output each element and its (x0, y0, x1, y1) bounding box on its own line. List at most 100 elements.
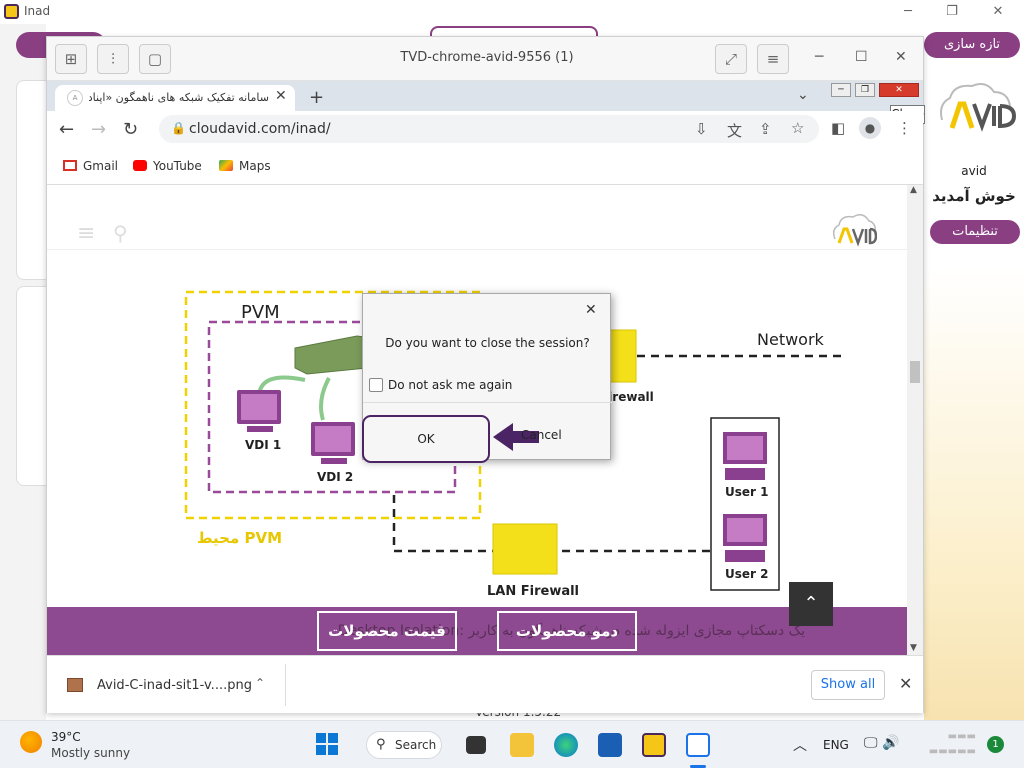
minimize-icon[interactable]: ─ (904, 4, 912, 19)
network-diagram: PVM محیط PVM VDI 1 VDI 2 Firewall Networ… (184, 290, 847, 599)
minimize-icon[interactable]: ─ (831, 83, 851, 97)
divider (285, 664, 286, 706)
restore-icon[interactable]: ❐ (946, 4, 958, 19)
pvm-label: PVM (241, 302, 280, 323)
lock-icon[interactable]: 🔒 (171, 121, 186, 135)
taskbar-search[interactable]: ⚲ Search (366, 731, 442, 759)
new-tab-icon[interactable]: + (309, 87, 325, 108)
product-banner: Desktop Isolation: یک دسکتاپ مجازی ایزول… (47, 607, 907, 655)
chevron-up-icon[interactable]: ︿ (793, 738, 807, 754)
close-icon[interactable]: ✕ (899, 674, 913, 693)
scroll-up-icon[interactable]: ▲ (910, 185, 917, 195)
tab-close-icon[interactable]: ✕ (275, 88, 287, 104)
profile-avatar[interactable]: ● (859, 117, 881, 139)
bookmark-youtube[interactable]: YouTube (133, 159, 202, 173)
youtube-icon (133, 160, 147, 171)
translate-icon[interactable]: 文 (727, 122, 743, 140)
close-icon[interactable]: ✕ (895, 49, 907, 65)
search-icon[interactable]: ⚲ (113, 221, 128, 245)
bookmark-maps[interactable]: Maps (219, 159, 271, 173)
sun-icon[interactable] (20, 731, 42, 753)
scroll-thumb[interactable] (910, 361, 920, 383)
scroll-top-button[interactable]: ⌃ (789, 582, 833, 626)
bookmark-label: YouTube (153, 159, 202, 173)
layout-icon[interactable]: ⊞ (55, 44, 87, 74)
share-icon[interactable]: ⇪ (759, 120, 772, 138)
user1-screen (727, 436, 763, 460)
page-viewport: ≡ ⚲ PVM محیط PVM VDI 1 (47, 185, 923, 655)
notification-badge[interactable]: 1 (987, 736, 1004, 753)
window-icon[interactable]: ▢ (139, 44, 171, 74)
settings-button[interactable]: تنظیمات (930, 220, 1020, 244)
tvd-taskbar-icon[interactable] (686, 733, 710, 757)
tab-search-chevron-icon[interactable]: ⌄ (797, 87, 809, 103)
equalizer-icon[interactable]: ⫶ (97, 44, 129, 74)
ok-button[interactable]: OK (362, 415, 490, 463)
isolation-text: Desktop Isolation: یک دسکتاپ مجازی ایزول… (337, 623, 805, 639)
kebab-menu-icon[interactable]: ⋮ (897, 119, 912, 137)
cancel-button[interactable]: Cancel (521, 428, 562, 442)
bookmark-star-icon[interactable]: ☆ (791, 119, 805, 137)
network-label: Network (757, 330, 825, 349)
demo-button[interactable]: دمو محصولات (497, 611, 637, 651)
session-title: TVD-chrome-avid-9556 (1) (400, 50, 574, 65)
menu-icon[interactable]: ≡ (757, 44, 789, 74)
address-bar[interactable]: 🔒 cloudavid.com/inad/ ⇩ 文 ⇪ ☆ (159, 115, 819, 143)
session-window: ⊞ ⫶ ▢ TVD-chrome-avid-9556 (1) ⤢ ≡ ─ ☐ ✕… (46, 36, 925, 713)
users-box (710, 417, 780, 591)
edge-icon[interactable] (554, 733, 578, 757)
vdi1-label: VDI 1 (245, 438, 281, 452)
inad-logo (4, 4, 19, 19)
minimize-icon[interactable]: ─ (815, 49, 824, 65)
refresh-button[interactable]: تازه سازی (924, 32, 1020, 58)
browser-tab[interactable]: A سامانه تفکیک شبکه های ناهمگون «اپناد» … (55, 85, 295, 111)
avid-favicon-icon: A (67, 90, 83, 106)
show-all-button[interactable]: Show all (811, 670, 885, 700)
expand-icon[interactable]: ⤢ (715, 44, 747, 74)
back-icon[interactable]: ← (59, 119, 75, 140)
windows-start-icon[interactable] (316, 733, 338, 755)
side-panel-icon[interactable]: ◧ (831, 119, 846, 137)
chevron-up-icon[interactable]: ⌃ (255, 676, 266, 690)
tab-strip: A سامانه تفکیک شبکه های ناهمگون «اپناد» … (47, 81, 923, 111)
reload-icon[interactable]: ↻ (123, 119, 139, 140)
close-window-icon[interactable]: ✕ (992, 4, 1004, 19)
hamburger-icon[interactable]: ≡ (77, 221, 96, 246)
task-view-icon[interactable] (466, 736, 486, 754)
install-icon[interactable]: ⇩ (695, 120, 708, 138)
scrollbar[interactable]: ▲ ▼ (907, 185, 923, 655)
forward-icon[interactable]: → (91, 119, 107, 140)
vdi2-screen (315, 426, 351, 452)
checkbox-label[interactable]: Do not ask me again (388, 378, 513, 392)
scroll-down-icon[interactable]: ▼ (910, 643, 917, 653)
inad-taskbar-icon[interactable] (642, 733, 666, 757)
weather-condition[interactable]: Mostly sunny (51, 746, 131, 760)
store-icon[interactable] (598, 733, 622, 757)
search-label: Search (395, 738, 437, 752)
vdi1-screen (241, 394, 277, 420)
language-indicator[interactable]: ENG (823, 738, 849, 752)
dont-ask-checkbox[interactable] (369, 378, 383, 392)
bookmark-gmail[interactable]: Gmail (63, 159, 118, 173)
center-tab[interactable] (430, 26, 598, 36)
tab-title: سامانه تفکیک شبکه های ناهمگون «اپناد» - … (89, 91, 269, 104)
temperature[interactable]: 39°C (51, 730, 81, 744)
download-filename[interactable]: Avid-C-inad-sit1-v....png (97, 678, 252, 693)
clock[interactable]: ▬▬▬▬▬▬▬▬ (928, 731, 976, 757)
dialog-question: Do you want to close the session? (385, 336, 590, 350)
site-logo[interactable] (831, 213, 877, 247)
pointer-arrow-icon (493, 423, 539, 451)
dialog-close-icon[interactable]: ✕ (585, 302, 597, 318)
close-icon[interactable]: ✕ (879, 83, 919, 97)
taskbar: 39°C Mostly sunny ⚲ Search ︿ ENG 🖵 🔊 ▬▬▬… (0, 720, 1024, 768)
close-session-dialog: ✕ Do you want to close the session? Do n… (362, 293, 612, 463)
file-explorer-icon[interactable] (510, 733, 534, 757)
user2-label: User 2 (725, 567, 768, 581)
maximize-icon[interactable]: ☐ (855, 49, 868, 65)
restore-icon[interactable]: ❐ (855, 83, 875, 97)
vdi2-label: VDI 2 (317, 470, 353, 484)
user1-keyboard (725, 468, 765, 480)
network-volume-icons[interactable]: 🖵 🔊 (864, 735, 900, 751)
price-button[interactable]: قیمت محصولات (317, 611, 457, 651)
url-text[interactable]: cloudavid.com/inad/ (189, 121, 331, 137)
